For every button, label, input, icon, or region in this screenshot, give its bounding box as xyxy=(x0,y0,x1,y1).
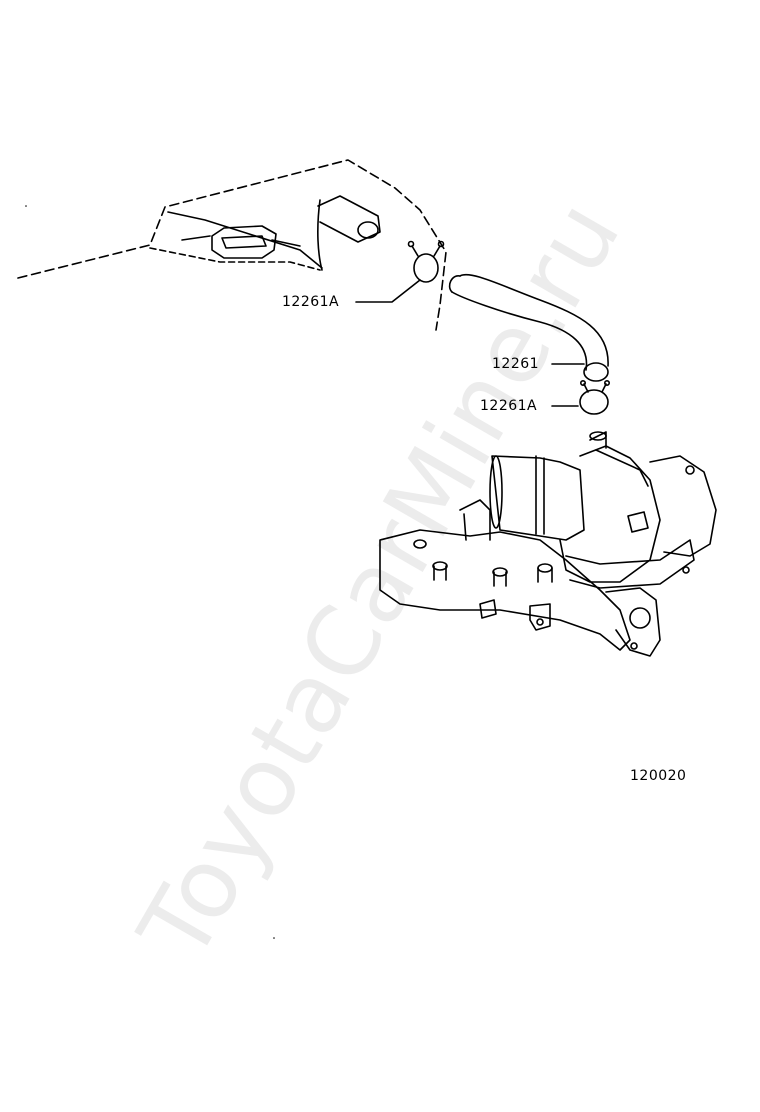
hose-clamp-lower xyxy=(579,379,610,415)
intake-manifold xyxy=(379,431,717,657)
diagram-number: 120020 xyxy=(630,768,687,784)
leader-clamp-upper xyxy=(355,279,421,303)
cylinder-head-cover xyxy=(17,159,447,331)
oil-filler-cap xyxy=(181,225,301,259)
label-clamp-upper: 12261A xyxy=(282,294,340,310)
pcv-outlet-pipe xyxy=(317,195,381,271)
hose-clamp-upper xyxy=(407,240,445,283)
ventilation-hose xyxy=(448,273,609,382)
label-hose: 12261 xyxy=(492,356,540,372)
label-clamp-lower: 12261A xyxy=(480,398,538,414)
